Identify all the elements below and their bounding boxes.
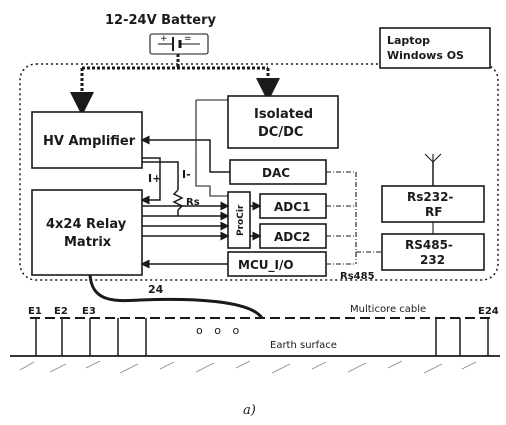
electrodes xyxy=(35,318,489,356)
electrode-e2-label: E2 xyxy=(54,306,68,317)
procir-label: ProCir xyxy=(236,204,246,236)
rs232-rf-line1: Rs232- xyxy=(407,190,453,204)
power-lines xyxy=(70,54,280,116)
dac-box xyxy=(229,159,327,185)
electrode-e3-label: E3 xyxy=(82,306,96,317)
multicore-cable-label: Multicore cable xyxy=(350,304,426,315)
hv-amplifier-label: HV Amplifier xyxy=(43,134,136,149)
isolated-dcdc-box xyxy=(227,95,339,149)
figure-caption: a) xyxy=(243,403,256,418)
svg-text:=: = xyxy=(184,34,192,44)
rs485-232-line1: RS485- xyxy=(405,238,453,252)
electrode-ellipsis: o o o xyxy=(196,324,243,337)
label-i-plus: I+ xyxy=(148,172,161,185)
dac-label: DAC xyxy=(262,166,290,180)
label-i-minus: I- xyxy=(182,168,191,181)
laptop-line2: Windows OS xyxy=(387,49,464,62)
electrode-e1-label: E1 xyxy=(28,306,42,317)
svg-text:+: + xyxy=(160,34,168,44)
relay-matrix-box xyxy=(31,189,143,276)
mcu-label: MCU_I/O xyxy=(238,258,294,273)
battery-label: 12-24V Battery xyxy=(105,13,217,28)
internal-wiring xyxy=(140,99,434,269)
label-rs485: Rs485 xyxy=(340,271,375,282)
earth-surface-label: Earth surface xyxy=(270,340,337,351)
laptop-box xyxy=(379,27,491,69)
laptop-line1: Laptop xyxy=(387,34,430,47)
isolated-dcdc-line1: Isolated xyxy=(254,107,313,122)
isolated-dcdc-line2: DC/DC xyxy=(258,125,303,140)
adc1-label: ADC1 xyxy=(274,200,310,214)
label-24: 24 xyxy=(148,283,164,296)
label-rs: Rs xyxy=(186,197,200,208)
relay-matrix-line2: Matrix xyxy=(64,235,112,250)
battery-symbol: + = xyxy=(149,33,209,55)
adc1-box xyxy=(259,193,327,219)
ground-hatching xyxy=(19,360,477,374)
relay-matrix-line1: 4x24 Relay xyxy=(46,217,127,232)
rs232-rf-line2: RF xyxy=(425,205,442,219)
electrode-e24-label: E24 xyxy=(478,306,499,317)
rs232-rf-box xyxy=(381,185,485,223)
multicore-cable xyxy=(88,274,264,319)
rs485-232-line2: 232 xyxy=(420,253,445,267)
antenna-icon xyxy=(424,153,442,186)
adc2-label: ADC2 xyxy=(274,230,310,244)
